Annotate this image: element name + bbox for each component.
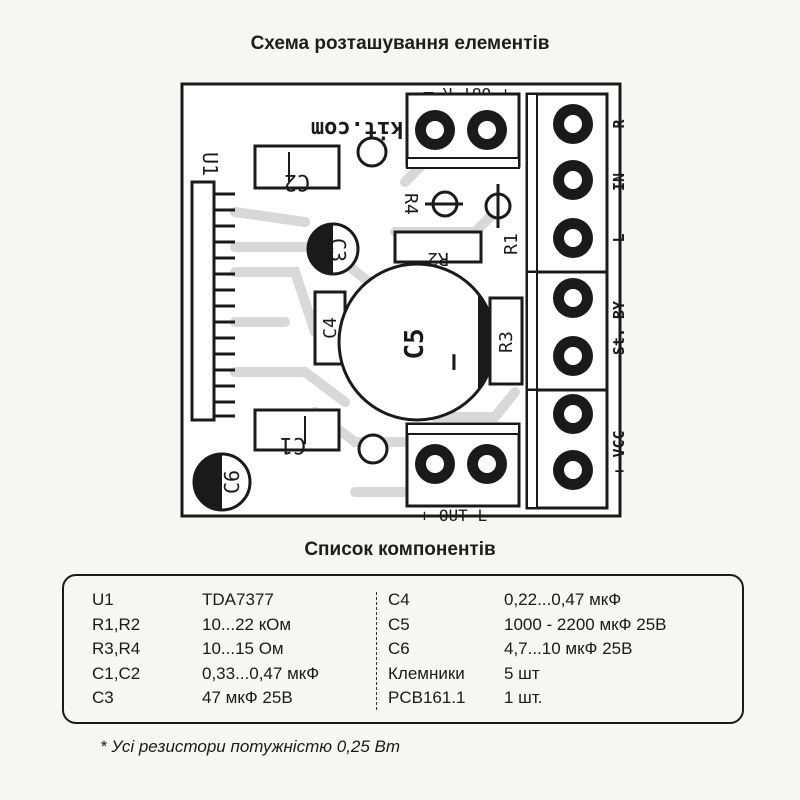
c3-capacitor: C3 — [306, 222, 360, 276]
u1-chip — [190, 180, 235, 422]
label-r: R — [610, 119, 628, 129]
c6-capacitor: C6 — [192, 452, 252, 512]
component-value: 1000 - 2200 мкФ 25В — [504, 614, 667, 634]
out-l-label: + OUT L – — [420, 506, 507, 525]
r3-resistor: R3 — [488, 296, 524, 386]
component-ref: C6 — [388, 639, 410, 658]
label-in: IN — [610, 173, 628, 191]
svg-text:–: – — [438, 354, 468, 370]
component-column-right: C4 0,22...0,47 мкФ C5 1000 - 2200 мкФ 25В C6… — [388, 588, 667, 711]
component-value: 47 мкФ 25В — [202, 688, 293, 707]
component-value: 0,22...0,47 мкФ — [504, 590, 622, 609]
component-row: PCB161.1 1 шт. — [388, 686, 667, 711]
component-ref: C4 — [388, 590, 410, 609]
svg-text:C5: C5 — [400, 328, 430, 359]
component-ref: C3 — [92, 688, 114, 707]
component-row: U1 TDA7377 — [92, 588, 319, 613]
component-row: R1,R2 10...22 кОм — [92, 613, 319, 638]
component-row: R3,R4 10...15 Ом — [92, 637, 319, 662]
svg-text:C6: C6 — [220, 470, 244, 494]
component-ref: U1 — [92, 590, 114, 609]
r4-resistor: R4 — [400, 190, 463, 218]
resistor-power-footnote: * Усі резистори потужністю 0,25 Вт — [100, 737, 401, 756]
u1-label: U1 — [198, 152, 222, 176]
svg-text:R2: R2 — [427, 248, 449, 269]
component-row: C5 1000 - 2200 мкФ 25В — [388, 613, 667, 638]
terminal-standby — [525, 270, 609, 392]
svg-text:R1: R1 — [501, 233, 522, 255]
mounting-hole — [356, 136, 388, 168]
component-ref: PCB161.1 — [388, 688, 466, 707]
component-value: TDA7377 — [202, 590, 274, 609]
c1-capacitor: C1 — [253, 408, 341, 457]
label-vcc: + VCC – — [610, 411, 628, 475]
terminal-inputs — [525, 92, 609, 284]
component-ref: R1,R2 — [92, 614, 141, 634]
component-ref: R3,R4 — [92, 639, 141, 658]
pcb-layout-diagram: Radio-kit.com + OUT R – R IN L St. BY + … — [175, 72, 640, 527]
c5-capacitor: C5 – — [337, 262, 497, 422]
terminal-vcc — [525, 388, 609, 510]
svg-text:R4: R4 — [400, 193, 421, 215]
component-row: C1,C2 0,33...0,47 мкФ — [92, 662, 319, 687]
component-value: 4,7...10 мкФ 25В — [504, 639, 633, 658]
svg-text:C1: C1 — [280, 432, 307, 457]
terminal-out-r — [405, 92, 521, 169]
r1-resistor: R1 — [484, 184, 522, 255]
svg-text:C3: C3 — [326, 238, 350, 262]
r2-resistor: R2 — [393, 230, 483, 269]
pcb-layout-title: Схема розташування елементів — [250, 33, 550, 54]
component-row: C6 4,7...10 мкФ 25В — [388, 637, 667, 662]
component-value: 1 шт. — [504, 688, 543, 707]
component-value: 5 шт — [504, 663, 540, 683]
component-value: 10...15 Ом — [202, 639, 284, 658]
component-ref: C1,C2 — [92, 663, 141, 683]
label-l: L — [610, 233, 628, 242]
svg-text:C4: C4 — [320, 317, 341, 339]
component-ref: Клемники — [388, 663, 465, 683]
component-value: 0,33...0,47 мкФ — [202, 663, 320, 683]
component-ref: C5 — [388, 614, 410, 634]
component-row: C4 0,22...0,47 мкФ — [388, 588, 667, 613]
component-value: 10...22 кОм — [202, 614, 292, 634]
column-divider — [376, 592, 377, 710]
svg-text:C2: C2 — [284, 169, 311, 194]
component-row: C3 47 мкФ 25В — [92, 686, 319, 711]
label-st-by: St. BY — [610, 301, 628, 355]
c2-capacitor: C2 — [253, 144, 341, 194]
component-row: Клемники 5 шт — [388, 662, 667, 687]
svg-text:R3: R3 — [496, 331, 517, 353]
mounting-hole — [357, 433, 389, 465]
terminal-out-l — [405, 422, 521, 508]
c4-capacitor: C4 — [313, 290, 347, 366]
component-list-title: Список компонентів — [304, 539, 496, 560]
